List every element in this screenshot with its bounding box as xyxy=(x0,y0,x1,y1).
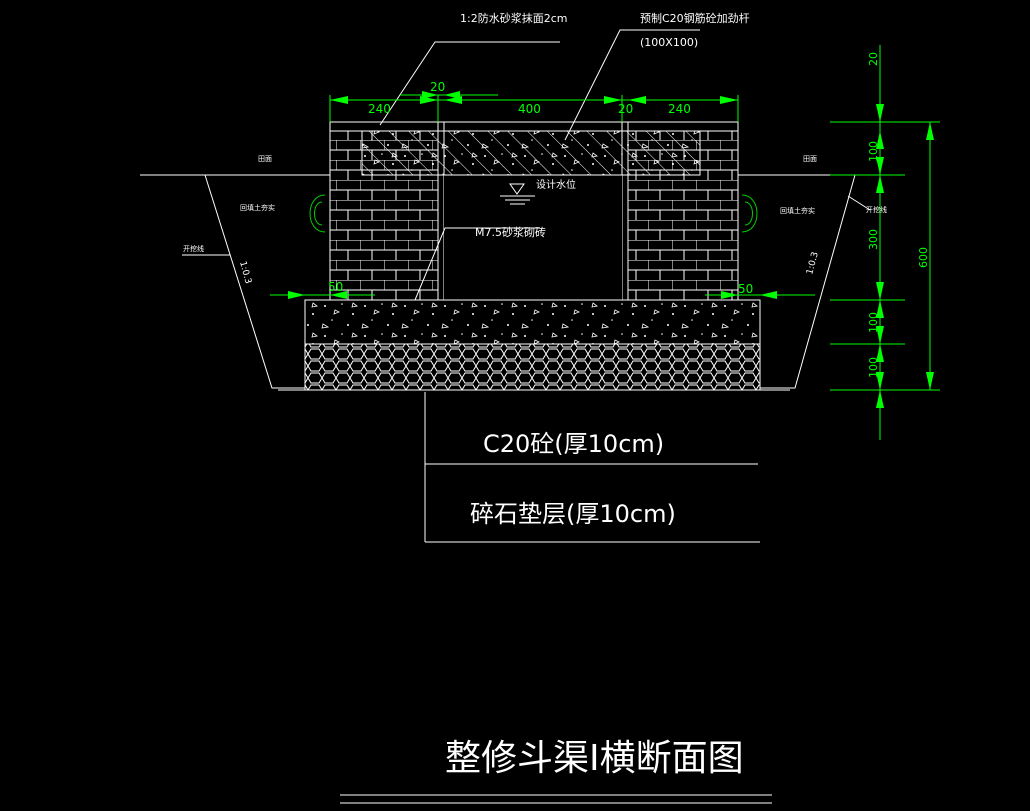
dim-top-wall-right: 240 xyxy=(668,102,691,116)
label-design-water-level: 设计水位 xyxy=(536,178,576,191)
label-masonry: M7.5砂浆砌砖 xyxy=(475,225,546,239)
label-ground-left: 田面 xyxy=(258,155,272,163)
dim-footing-left: 50 xyxy=(328,280,343,294)
dim-v-seg3: 100 xyxy=(867,312,880,333)
label-excavation-right: 开挖线 xyxy=(866,205,887,214)
label-ground-right: 田面 xyxy=(803,155,817,163)
excavation-line-right xyxy=(760,174,856,389)
label-backfill-left: 回填土夯实 xyxy=(240,203,275,212)
gravel-cushion xyxy=(304,343,761,391)
label-slope-left: 1:0.3 xyxy=(237,260,253,285)
dim-v-seg1: 100 xyxy=(867,141,880,162)
label-cover-slab: 预制C20钢筋砼加劲杆 xyxy=(640,11,750,25)
label-cover-slab-size: (100X100) xyxy=(640,36,698,49)
dim-footing-right: 50 xyxy=(738,282,753,296)
legend-row2: 碎石垫层(厚10cm) xyxy=(470,500,676,528)
excavation-line-left xyxy=(204,174,305,389)
label-mortar-surface: 1:2防水砂浆抹面2cm xyxy=(460,11,567,25)
label-slope-right: 1:0.3 xyxy=(805,251,821,276)
label-excavation-left: 开挖线 xyxy=(183,244,204,253)
dim-top-gap-left: 20 xyxy=(430,80,445,94)
backfill-symbol-right xyxy=(741,194,758,233)
dim-v-seg2: 300 xyxy=(867,229,880,250)
dim-v-total: 600 xyxy=(917,247,930,268)
legend-row1: C20砼(厚10cm) xyxy=(483,430,664,458)
backfill-symbol-left xyxy=(309,194,326,233)
dim-top-gap-right: 20 xyxy=(618,102,633,116)
mortar-cap xyxy=(329,121,739,132)
water-level-symbol xyxy=(509,183,525,195)
dim-v-seg4: 100 xyxy=(867,357,880,378)
dim-v-top: 20 xyxy=(867,52,880,66)
concrete-base xyxy=(304,299,761,345)
dim-top-wall-left: 240 xyxy=(368,102,391,116)
dim-top-clear-width: 400 xyxy=(518,102,541,116)
label-backfill-right: 回填土夯实 xyxy=(780,206,815,215)
drawing-title: 整修斗渠Ⅰ横断面图 xyxy=(445,738,744,779)
